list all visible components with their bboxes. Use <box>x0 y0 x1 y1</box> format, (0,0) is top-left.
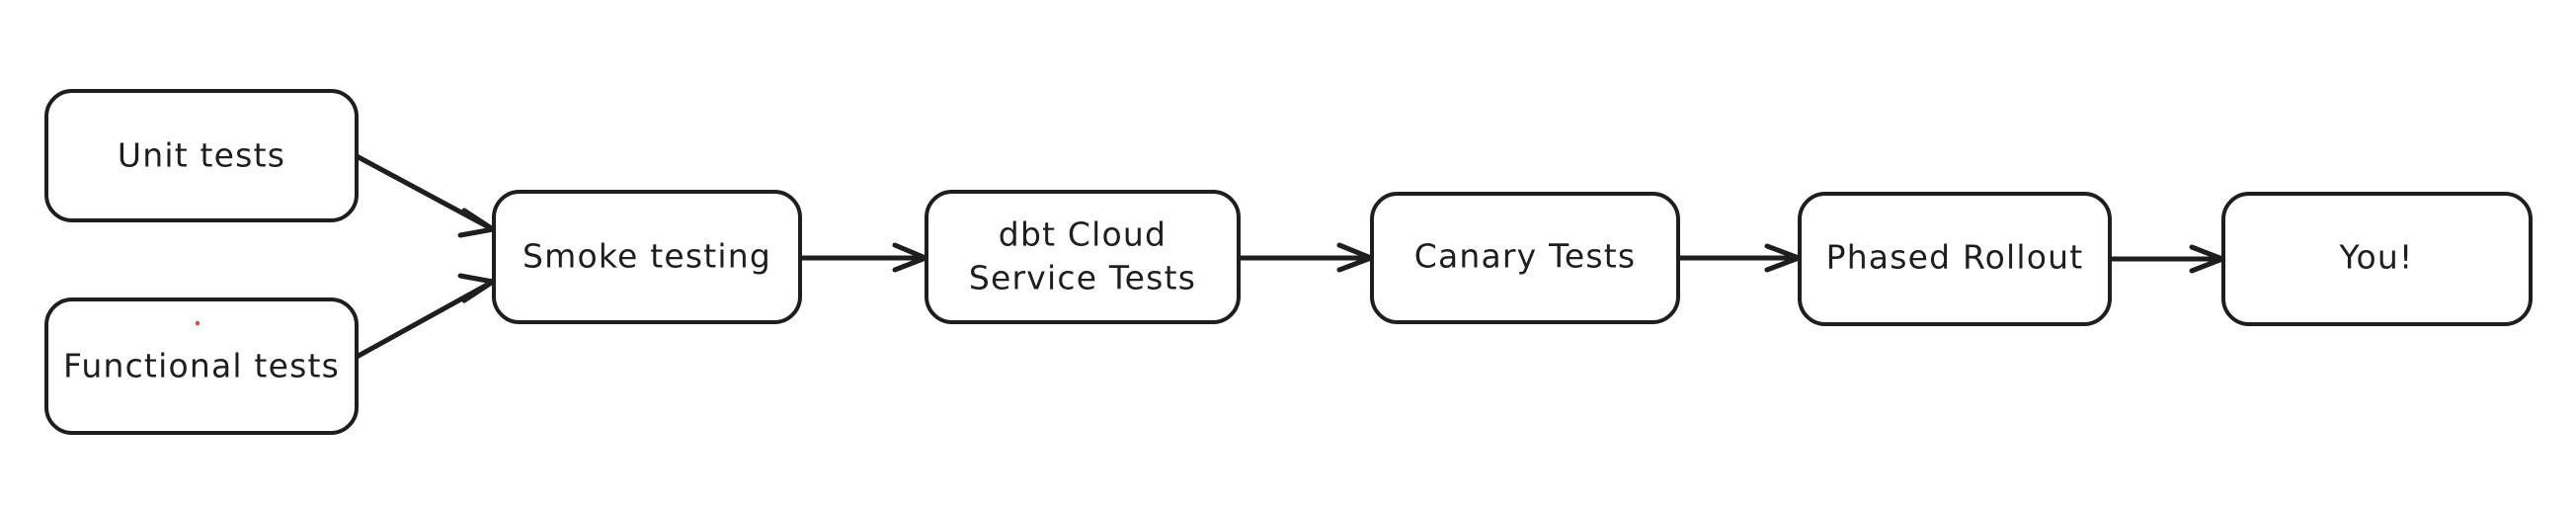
node-label-unit-tests: Unit tests <box>118 136 285 175</box>
node-functional-tests[interactable]: Functional tests <box>44 298 359 435</box>
node-phased-rollout[interactable]: Phased Rollout <box>1798 192 2112 326</box>
node-shape[interactable] <box>2221 192 2533 326</box>
node-label-functional-tests: Functional tests <box>63 347 340 385</box>
node-you[interactable]: You! <box>2221 192 2533 326</box>
edge-canary-tests-to-phased-rollout <box>1676 243 1802 273</box>
node-label-phased-rollout: Phased Rollout <box>1826 238 2084 277</box>
node-canary-tests[interactable]: Canary Tests <box>1370 192 1680 324</box>
edge-phased-rollout-to-you <box>2108 244 2225 274</box>
node-shape[interactable] <box>44 89 359 222</box>
edge-unit-tests-to-smoke-testing <box>354 153 496 238</box>
node-label-smoke-testing: Smoke testing <box>523 237 771 276</box>
node-smoke-testing[interactable]: Smoke testing <box>492 190 802 324</box>
node-shape[interactable] <box>1798 192 2112 326</box>
node-shape[interactable] <box>492 190 802 324</box>
edge-line <box>354 153 494 231</box>
node-dbt-cloud-service-tests[interactable]: dbt Cloud Service Tests <box>925 190 1241 324</box>
node-shape[interactable] <box>44 298 359 435</box>
node-shape[interactable] <box>925 190 1241 324</box>
edge-functional-tests-to-smoke-testing <box>354 273 496 360</box>
node-shape[interactable] <box>1370 192 1680 324</box>
node-label-canary-tests: Canary Tests <box>1414 237 1637 276</box>
node-label-you: You! <box>2339 238 2414 277</box>
edge-dbt-cloud-service-tests-to-canary-tests <box>1238 242 1374 273</box>
edge-smoke-testing-to-dbt-cloud-service-tests <box>798 242 928 273</box>
node-unit-tests[interactable]: Unit tests <box>44 89 359 222</box>
node-label-dbt-cloud-service-tests-line2: Service Tests <box>969 259 1196 298</box>
node-label-dbt-cloud-service-tests-line1: dbt Cloud <box>999 215 1167 254</box>
stray-mark <box>195 320 201 326</box>
